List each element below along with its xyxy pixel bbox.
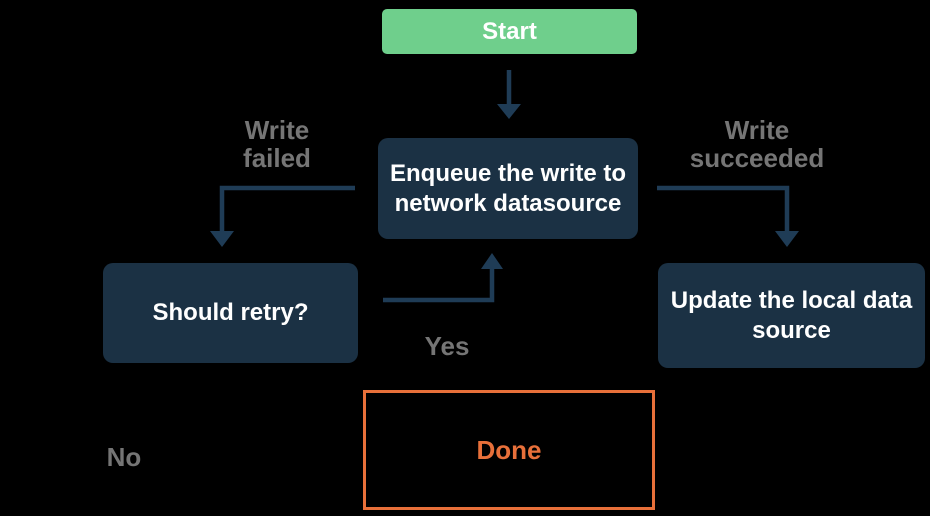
arrow-should-retry-to-enqueue xyxy=(383,253,503,303)
arrowhead-down-icon xyxy=(497,104,521,119)
arrow-line xyxy=(219,185,355,232)
node-enqueue-write: Enqueue the write to network datasource xyxy=(378,138,638,239)
arrow-start-to-enqueue xyxy=(497,70,521,119)
arrow-enqueue-to-should-retry xyxy=(210,185,355,247)
arrowhead-down-icon xyxy=(210,231,234,247)
arrowhead-up-icon xyxy=(481,253,503,269)
edge-label-write-succeeded: Write succeeded xyxy=(689,115,825,173)
node-update-local-source: Update the local data source xyxy=(658,263,925,368)
node-done: Done xyxy=(363,390,655,510)
arrow-line xyxy=(657,185,790,232)
node-start: Start xyxy=(382,9,637,54)
edge-label-write-failed: Write failed xyxy=(243,115,311,173)
arrow-line xyxy=(383,268,495,303)
edge-label-yes: Yes xyxy=(424,331,470,361)
arrow-enqueue-to-update-local xyxy=(657,185,799,247)
node-should-retry: Should retry? xyxy=(103,263,358,363)
arrowhead-down-icon xyxy=(775,231,799,247)
edge-label-no: No xyxy=(106,442,142,472)
